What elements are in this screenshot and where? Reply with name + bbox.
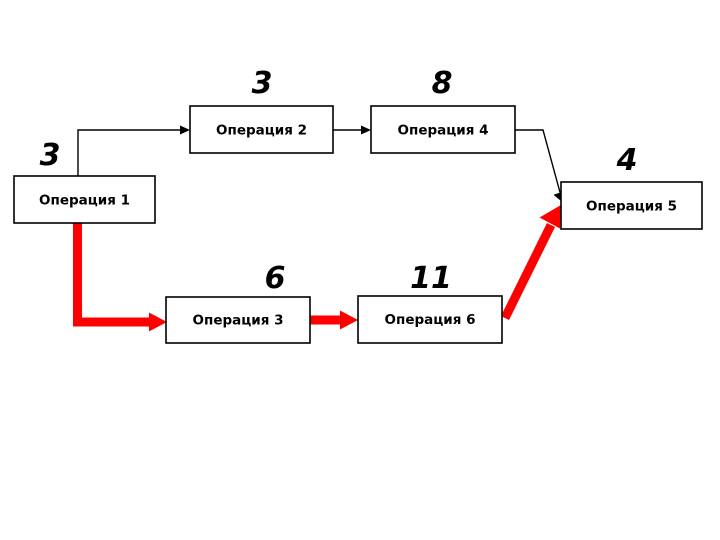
node-op5[interactable]: Операция 5 <box>560 181 703 230</box>
edge-op1-op3-critical <box>73 223 167 332</box>
arrowhead-icon <box>149 312 167 332</box>
node-op1-label: Операция 1 <box>39 193 130 209</box>
node-op4-label: Операция 4 <box>398 123 489 139</box>
edge-op1-op2 <box>77 125 190 176</box>
duration-label-op3: 6 <box>265 261 286 296</box>
node-op1-box[interactable] <box>13 175 156 224</box>
node-op5-box[interactable] <box>560 181 703 230</box>
node-op4-box[interactable] <box>370 105 516 154</box>
node-op2-box[interactable] <box>189 105 334 154</box>
node-op6-box[interactable] <box>357 295 503 344</box>
node-op6-label: Операция 6 <box>385 312 476 328</box>
edge-op3-op6-critical <box>310 310 358 330</box>
arrowhead-icon <box>361 125 371 135</box>
node-op6[interactable]: Операция 6 <box>357 295 503 344</box>
node-op4[interactable]: Операция 4 <box>370 105 516 154</box>
arrowhead-icon <box>180 125 190 135</box>
duration-label-op5: 4 <box>616 143 638 178</box>
arrowhead-icon <box>539 205 561 229</box>
duration-label-op2: 3 <box>252 66 273 101</box>
node-op3-box[interactable] <box>165 296 311 344</box>
node-op5-label: Операция 5 <box>586 199 677 215</box>
arrowhead-icon <box>340 310 358 330</box>
node-op3-label: Операция 3 <box>193 313 284 329</box>
edge-op6-op5-critical <box>500 205 561 320</box>
duration-label-op1: 3 <box>40 138 61 173</box>
node-op3[interactable]: Операция 3 <box>165 296 311 344</box>
edge-op2-op4 <box>333 125 371 135</box>
duration-label-op4: 8 <box>432 66 453 101</box>
duration-label-op6: 11 <box>410 261 452 296</box>
edge-op4-op5 <box>515 129 563 203</box>
node-op2-label: Операция 2 <box>216 123 307 139</box>
node-op2[interactable]: Операция 2 <box>189 105 334 154</box>
node-op1[interactable]: Операция 1 <box>13 175 156 224</box>
